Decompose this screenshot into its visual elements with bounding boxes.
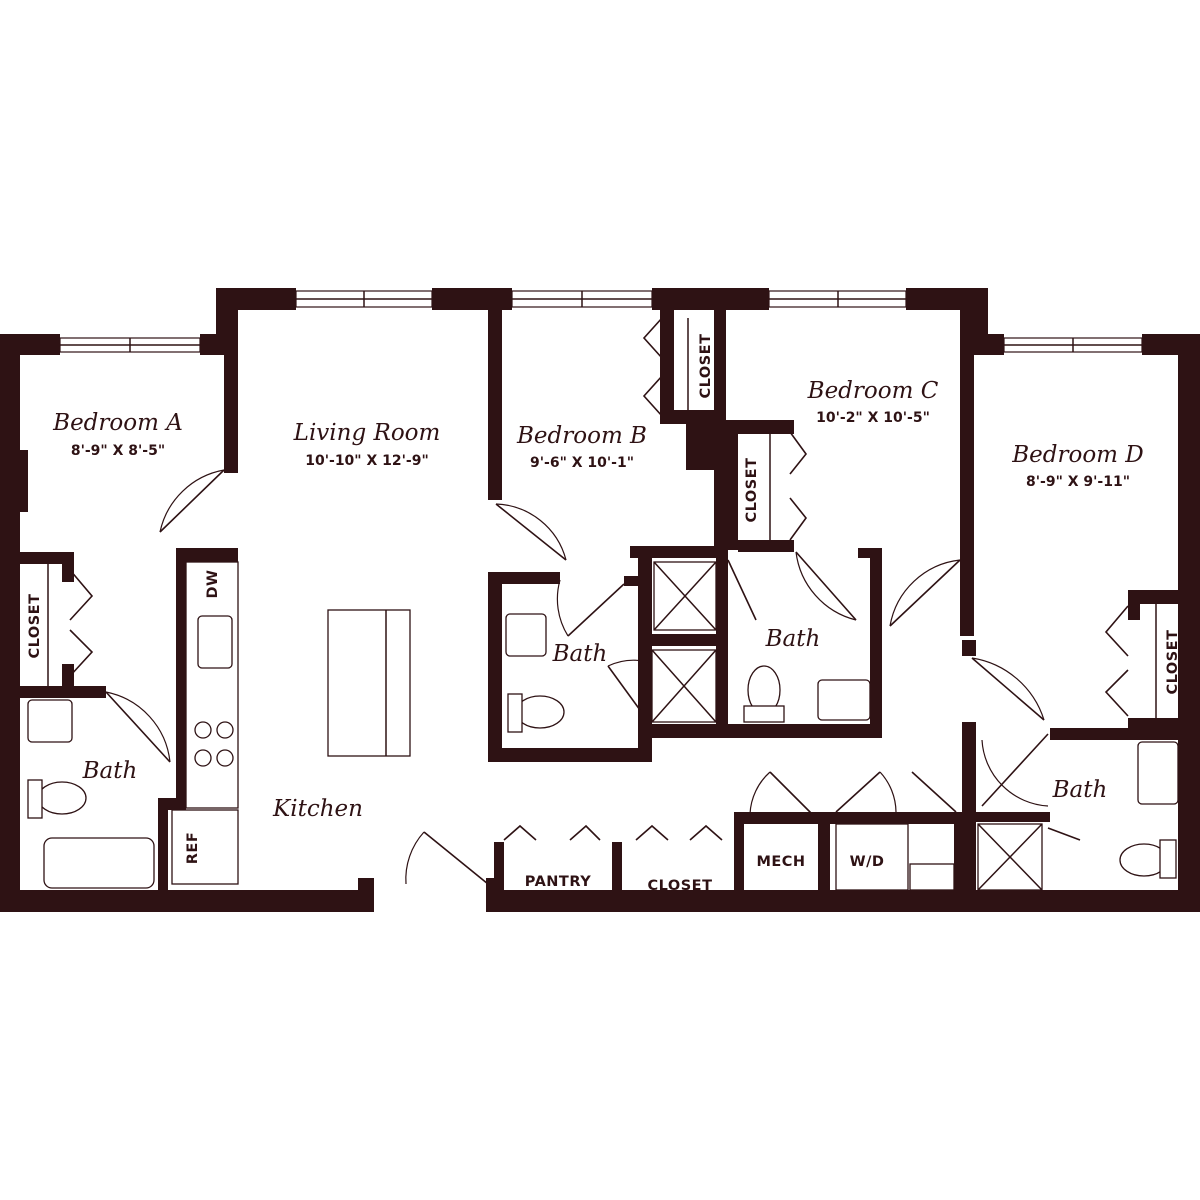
closet-rods <box>47 318 1157 718</box>
living-room-name: Living Room <box>293 420 441 446</box>
closet-c-label: CLOSET <box>744 458 760 523</box>
bedroom-c-name: Bedroom C <box>807 378 939 404</box>
bedroom-c-dims: 10'-2" X 10'-5" <box>816 410 930 426</box>
pantry-label: PANTRY <box>525 874 591 890</box>
fixtures <box>27 561 1179 891</box>
closet-a-label: CLOSET <box>27 594 43 659</box>
bedroom-d-name: Bedroom D <box>1011 442 1144 468</box>
closet-b-label: CLOSET <box>698 334 714 399</box>
windows <box>59 290 1143 353</box>
bedroom-a-name: Bedroom A <box>52 410 183 436</box>
closet-d-label: CLOSET <box>1165 630 1181 695</box>
bedroom-d-dims: 8'-9" X 9'-11" <box>1026 474 1130 490</box>
bath-b-name: Bath <box>552 641 608 667</box>
bath-c-name: Bath <box>765 626 821 652</box>
doors <box>69 317 1129 885</box>
walls <box>0 288 1200 912</box>
dw-label: DW <box>205 569 221 598</box>
hall-closet-label: CLOSET <box>648 878 713 894</box>
ref-label: REF <box>185 832 201 864</box>
bedroom-b-name: Bedroom B <box>516 423 647 449</box>
kitchen-name: Kitchen <box>272 796 363 822</box>
bedroom-b-dims: 9'-6" X 10'-1" <box>530 455 634 471</box>
mech-label: MECH <box>756 854 805 870</box>
living-room-dims: 10'-10" X 12'-9" <box>305 453 429 469</box>
wd-label: W/D <box>850 854 885 870</box>
bath-d-name: Bath <box>1052 777 1108 803</box>
room-labels: Bedroom A 8'-9" X 8'-5" Living Room 10'-… <box>52 378 1144 822</box>
utility-labels: CLOSET CLOSET CLOSET CLOSET DW REF PANTR… <box>27 334 1181 894</box>
bedroom-a-dims: 8'-9" X 8'-5" <box>71 443 165 459</box>
bath-a-name: Bath <box>82 758 138 784</box>
